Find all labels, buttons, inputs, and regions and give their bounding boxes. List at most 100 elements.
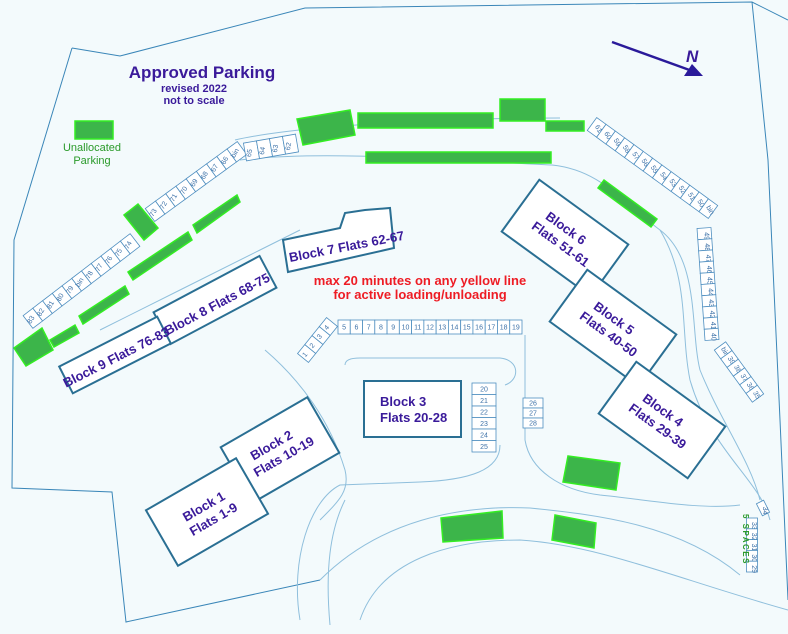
parking-space: 13 bbox=[435, 319, 449, 335]
parking-space-number: 52 bbox=[677, 185, 687, 195]
parking-space-number: 8 bbox=[379, 325, 383, 332]
parking-space: 16 bbox=[472, 319, 486, 335]
parking-space: 8 bbox=[374, 319, 388, 335]
unallocated-area bbox=[499, 98, 546, 122]
unallocated-area bbox=[48, 323, 80, 349]
parking-space-number: 79 bbox=[65, 285, 75, 295]
parking-space-number: 15 bbox=[463, 325, 471, 332]
parking-space: 28 bbox=[522, 417, 544, 429]
parking-space: 48 bbox=[697, 238, 714, 252]
block-8: Block 8 Flats 68-75 bbox=[152, 254, 278, 346]
parking-space: 14 bbox=[447, 319, 462, 335]
parking-space: 40 bbox=[703, 327, 720, 341]
parking-space-number: 30 bbox=[750, 554, 757, 562]
parking-space: 18 bbox=[497, 319, 511, 335]
legend-label-line-1: Unallocated bbox=[63, 142, 121, 154]
parking-space: 5 bbox=[337, 319, 351, 335]
parking-space-number: 3 bbox=[316, 333, 324, 341]
parking-space-number: 71 bbox=[169, 193, 179, 203]
parking-space-number: 63 bbox=[272, 144, 280, 153]
parking-space-number: 23 bbox=[480, 421, 488, 428]
parking-space: 49 bbox=[696, 227, 713, 241]
parking-space-number: 33 bbox=[750, 522, 757, 530]
parking-space-number: 17 bbox=[487, 325, 495, 332]
parking-space-number: 12 bbox=[426, 325, 434, 332]
parking-space: 17 bbox=[484, 319, 498, 335]
parking-space-number: 41 bbox=[709, 322, 716, 330]
parking-space-outline bbox=[471, 440, 497, 453]
parking-space: 24 bbox=[471, 428, 497, 441]
loading-notice-line-1: max 20 minutes on any yellow line bbox=[314, 273, 526, 288]
parking-space-number: bin bbox=[704, 205, 715, 217]
unallocated-area bbox=[12, 326, 54, 368]
parking-space-outline bbox=[509, 319, 523, 335]
unallocated-parking-areas bbox=[12, 98, 659, 549]
parking-space: 27 bbox=[522, 407, 544, 419]
block-6: Block 6 Flats 51-61 bbox=[500, 178, 630, 298]
parking-space-outline bbox=[755, 499, 771, 517]
unallocated-area bbox=[596, 178, 659, 229]
parking-space-number: 60 bbox=[602, 131, 612, 141]
parking-space: 65 bbox=[243, 140, 260, 162]
unallocated-area bbox=[126, 230, 193, 282]
parking-space-number: 64 bbox=[259, 146, 267, 155]
parking-space: 11 bbox=[411, 319, 425, 335]
site-boundary bbox=[11, 1, 788, 623]
parking-space: 62 bbox=[282, 133, 299, 155]
unallocated-area bbox=[78, 284, 130, 326]
parking-space-number: 78 bbox=[85, 270, 95, 280]
parking-space-number: 72 bbox=[159, 200, 169, 210]
parking-space-number: 40 bbox=[710, 333, 717, 341]
parking-space-number: 4 bbox=[323, 324, 331, 332]
parking-space-number: 19 bbox=[512, 325, 520, 332]
parking-space: 47 bbox=[698, 249, 714, 263]
parking-space-outline bbox=[226, 140, 248, 163]
parking-space-number: bin bbox=[230, 148, 241, 160]
parking-space: 19 bbox=[509, 319, 523, 335]
parking-space-number: 6 bbox=[354, 325, 358, 332]
parking-space: 44 bbox=[700, 283, 717, 297]
parking-space-number: 76 bbox=[104, 255, 114, 265]
parking-space-number: 1 bbox=[302, 351, 310, 359]
five-spaces-label: 5 SPACES bbox=[741, 514, 750, 565]
parking-space: bin bbox=[698, 198, 719, 220]
parking-space-number: 80 bbox=[56, 292, 66, 302]
block-4: Block 4 Flats 29-39 bbox=[597, 360, 727, 480]
parking-space-number: 2 bbox=[309, 342, 317, 350]
map-title: Approved Parking bbox=[129, 63, 275, 82]
parking-space-number: 68 bbox=[200, 171, 210, 181]
parking-spaces: 8382818079bin78777675747372717069686766b… bbox=[22, 116, 771, 573]
parking-space-number: 70 bbox=[179, 185, 189, 195]
parking-space-number: 16 bbox=[475, 325, 483, 332]
parking-space-number: 25 bbox=[480, 444, 488, 451]
parking-space-number: 62 bbox=[285, 142, 293, 151]
parking-space-number: 46 bbox=[705, 266, 712, 274]
parking-space-outline bbox=[746, 560, 758, 573]
north-label: N bbox=[686, 47, 699, 66]
block-3-label-1: Block 3 bbox=[380, 394, 426, 409]
parking-space: 29 bbox=[746, 560, 758, 573]
parking-space: 64 bbox=[256, 138, 273, 160]
unallocated-area bbox=[545, 120, 585, 132]
north-arrow-icon bbox=[611, 40, 703, 76]
parking-space: 41 bbox=[702, 316, 719, 330]
parking-space: 4 bbox=[318, 317, 339, 336]
parking-space-number: 55 bbox=[649, 165, 659, 175]
unallocated-area bbox=[562, 455, 621, 491]
parking-space-number: 10 bbox=[402, 325, 410, 332]
legend-label-line-2: Parking bbox=[73, 155, 110, 167]
parking-space: 25 bbox=[471, 440, 497, 453]
block-5: Block 5 Flats 40-50 bbox=[548, 268, 678, 388]
parking-space-number: 11 bbox=[414, 325, 421, 332]
block-1: Block 1 Flats 1-9 bbox=[144, 456, 270, 568]
parking-space-outline bbox=[745, 384, 765, 403]
unallocated-area bbox=[122, 202, 160, 242]
unallocated-area bbox=[357, 112, 494, 129]
parking-space-number: 81 bbox=[46, 300, 56, 310]
parking-space-number: 7 bbox=[367, 325, 371, 332]
parking-space: 22 bbox=[471, 405, 497, 418]
parking-space: bin bbox=[226, 140, 248, 163]
parking-space-number: 32 bbox=[750, 533, 757, 541]
